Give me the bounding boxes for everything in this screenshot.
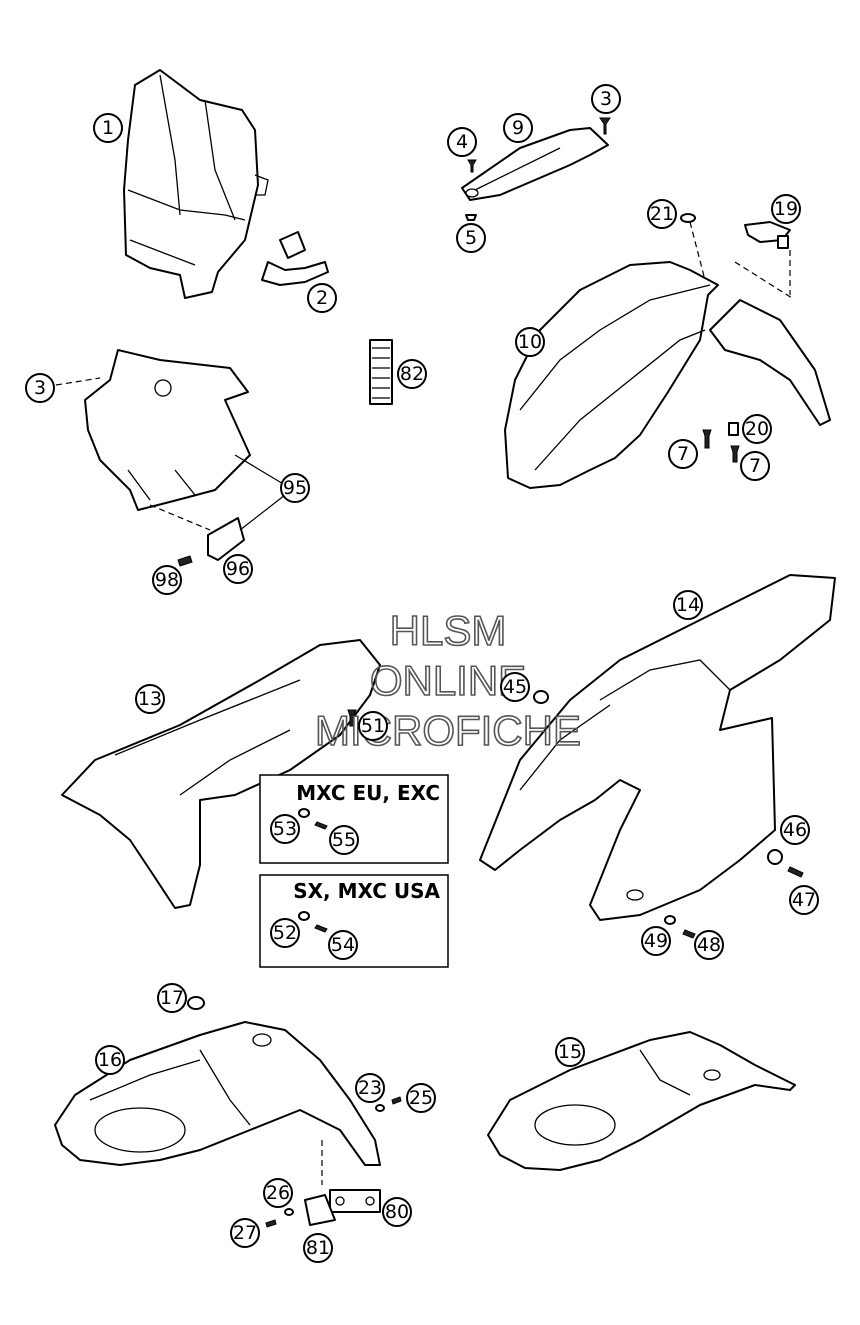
callout-9: 9: [503, 113, 533, 143]
callout-3-left: 3: [25, 373, 55, 403]
svg-text:1: 1: [102, 117, 114, 139]
callout-21: 21: [647, 199, 677, 229]
watermark-line-1: HLSM: [390, 607, 507, 654]
svg-text:9: 9: [512, 117, 524, 139]
callout-5: 5: [456, 223, 486, 253]
callout-80: 80: [382, 1197, 412, 1227]
callout-54: 54: [328, 930, 358, 960]
callout-27: 27: [230, 1218, 260, 1248]
variant-label-sx-mxc-usa: SX, MXC USA: [293, 879, 440, 903]
callout-16: 16: [95, 1045, 125, 1075]
svg-text:45: 45: [503, 676, 527, 698]
svg-text:51: 51: [361, 715, 385, 737]
callout-23: 23: [355, 1073, 385, 1103]
svg-text:15: 15: [558, 1041, 582, 1063]
svg-text:27: 27: [233, 1222, 257, 1244]
callout-53: 53: [270, 814, 300, 844]
callout-49: 49: [641, 926, 671, 956]
callout-81: 81: [303, 1233, 333, 1263]
svg-text:14: 14: [676, 594, 700, 616]
svg-text:19: 19: [774, 198, 798, 220]
callout-51: 51: [358, 711, 388, 741]
svg-text:4: 4: [456, 131, 468, 153]
svg-text:7: 7: [749, 455, 761, 477]
svg-text:95: 95: [283, 477, 307, 499]
callout-3-top: 3: [591, 84, 621, 114]
callout-52: 52: [270, 918, 300, 948]
callout-25: 25: [406, 1083, 436, 1113]
svg-text:52: 52: [273, 922, 297, 944]
svg-text:26: 26: [266, 1182, 290, 1204]
side-panel-part: [479, 574, 836, 939]
svg-text:21: 21: [650, 203, 674, 225]
number-plate-part: [55, 339, 393, 567]
callout-47: 47: [789, 885, 819, 915]
callout-14: 14: [673, 590, 703, 620]
variant-box-sx-mxc-usa: SX, MXC USA: [259, 874, 449, 968]
callout-2: 2: [307, 283, 337, 313]
svg-text:20: 20: [745, 418, 769, 440]
front-fender-part: [504, 213, 831, 489]
callout-7-right: 7: [740, 451, 770, 481]
callout-20: 20: [742, 414, 772, 444]
callout-55: 55: [329, 825, 359, 855]
callout-48: 48: [694, 930, 724, 960]
front-fender-lower-part: [54, 996, 402, 1228]
variant-label-mxc-eu: MXC EU, EXC: [296, 781, 440, 805]
headlight-clamp-part: [261, 231, 329, 286]
svg-text:47: 47: [792, 889, 816, 911]
headlight-mask-part: [123, 69, 269, 299]
svg-text:53: 53: [273, 818, 297, 840]
callout-15: 15: [555, 1037, 585, 1067]
svg-text:96: 96: [226, 558, 250, 580]
callout-10: 10: [515, 327, 545, 357]
callout-46: 46: [780, 815, 810, 845]
svg-text:7: 7: [677, 443, 689, 465]
svg-text:3: 3: [34, 377, 46, 399]
svg-text:49: 49: [644, 930, 668, 952]
svg-text:98: 98: [155, 569, 179, 591]
svg-text:5: 5: [465, 227, 477, 249]
svg-text:48: 48: [697, 934, 721, 956]
watermark-line-2: ONLINE: [370, 657, 526, 704]
svg-text:55: 55: [332, 829, 356, 851]
svg-text:81: 81: [306, 1237, 330, 1259]
svg-text:25: 25: [409, 1087, 433, 1109]
callout-98: 98: [152, 565, 182, 595]
callout-95: 95: [280, 473, 310, 503]
watermark: HLSM ONLINE MICROFICHE: [314, 606, 582, 755]
watermark-line-3: MICROFICHE: [315, 707, 581, 754]
svg-text:3: 3: [600, 88, 612, 110]
callout-13: 13: [135, 684, 165, 714]
svg-text:10: 10: [518, 331, 542, 353]
variant-box-mxc-eu: MXC EU, EXC: [259, 774, 449, 864]
svg-text:2: 2: [316, 287, 328, 309]
callout-26: 26: [263, 1178, 293, 1208]
rear-fender-part: [61, 639, 381, 909]
number-plate-bracket-part: [461, 117, 611, 221]
callout-17: 17: [157, 983, 187, 1013]
svg-text:17: 17: [160, 987, 184, 1009]
callout-82: 82: [397, 359, 427, 389]
svg-text:54: 54: [331, 934, 355, 956]
svg-text:46: 46: [783, 819, 807, 841]
svg-text:82: 82: [400, 363, 424, 385]
callout-19: 19: [771, 194, 801, 224]
front-fender-right-part: [487, 1031, 796, 1171]
svg-text:23: 23: [358, 1077, 382, 1099]
callout-45: 45: [500, 672, 530, 702]
callout-96: 96: [223, 554, 253, 584]
svg-text:13: 13: [138, 688, 162, 710]
callout-1: 1: [93, 113, 123, 143]
callout-7-left: 7: [668, 439, 698, 469]
callout-4: 4: [447, 127, 477, 157]
svg-text:16: 16: [98, 1049, 122, 1071]
svg-text:80: 80: [385, 1201, 409, 1223]
